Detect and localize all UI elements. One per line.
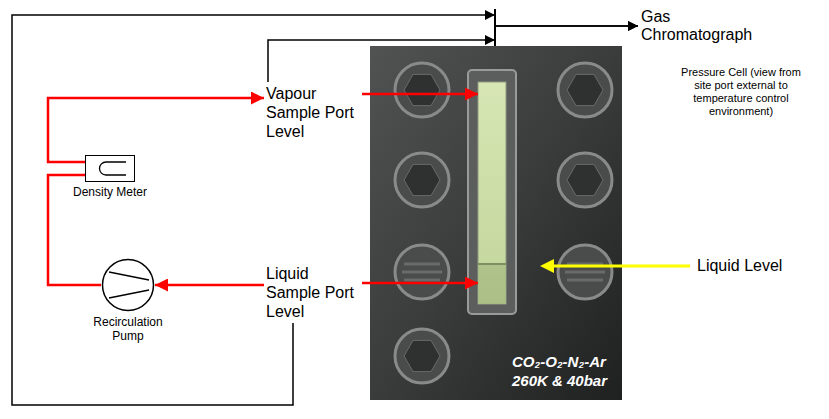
photo-caption: 260K & 40bar [512, 371, 607, 390]
bolt [558, 153, 612, 207]
pump-circle [101, 258, 155, 312]
pump-symbol [101, 258, 155, 312]
u-tube-symbol [100, 162, 127, 175]
pump-vane [109, 290, 149, 298]
bolt-head [558, 63, 612, 117]
bolt-grille [567, 279, 603, 282]
meter-box [85, 155, 135, 182]
bolt-nut [404, 340, 440, 371]
leader-arrow [552, 265, 690, 268]
sight-glass-frame [468, 70, 516, 314]
leader-arrowhead [540, 259, 554, 273]
pump-vane [109, 272, 149, 280]
bolt [395, 63, 449, 117]
density-meter: Density Meter [73, 155, 147, 199]
recirculation-line [48, 98, 264, 162]
recirculation-line [362, 93, 478, 96]
bolt-head [558, 153, 612, 207]
liquid-phase [478, 264, 506, 304]
node-label: Recirculation Pump [83, 315, 173, 343]
node-label: Density Meter [73, 185, 147, 199]
instrument-label: Gas Chromatograph [641, 8, 759, 44]
node-label: Gas Chromatograph [641, 8, 759, 44]
sample-line [268, 26, 638, 82]
node-label: Vapour Sample Port Level [266, 84, 358, 141]
bolt-head [558, 245, 612, 299]
bolt-nut [404, 164, 440, 195]
sight-glass [478, 82, 506, 304]
bolt-grille [402, 271, 442, 274]
bolt-head [395, 329, 449, 383]
bolt-grille [565, 271, 605, 274]
photo-background [370, 46, 622, 400]
photo-caption: CO₂-O₂-N₂-Ar [512, 352, 606, 371]
bolt-nut [567, 164, 603, 195]
recirculation-line [362, 282, 478, 285]
bolt-grille [404, 263, 440, 266]
pressure-cell-photo: CO₂-O₂-N₂-Ar260K & 40bar [370, 46, 622, 400]
bolt-head [395, 245, 449, 299]
port-label: Liquid Sample Port Level [266, 264, 358, 321]
bolt-head [395, 153, 449, 207]
bolt [395, 245, 449, 299]
bolt [395, 329, 449, 383]
bolt-nut [567, 74, 603, 105]
callout-label: Liquid Level [697, 256, 782, 275]
bolt [395, 153, 449, 207]
bolt [558, 245, 612, 299]
photo-note: Pressure Cell (view from site port exter… [674, 66, 808, 118]
pump-outline [103, 260, 154, 311]
bolt-head [395, 63, 449, 117]
sample-line [12, 15, 638, 405]
bolt-nut [404, 74, 440, 105]
recirculation-pump: Recirculation Pump [83, 258, 173, 343]
recirculation-line [155, 284, 264, 287]
bolt [558, 63, 612, 117]
port-label: Vapour Sample Port Level [266, 84, 358, 141]
bolt-grille [404, 279, 440, 282]
liquid-meniscus [478, 263, 506, 265]
meter-symbol [86, 156, 133, 180]
node-label: Liquid Sample Port Level [266, 264, 358, 321]
